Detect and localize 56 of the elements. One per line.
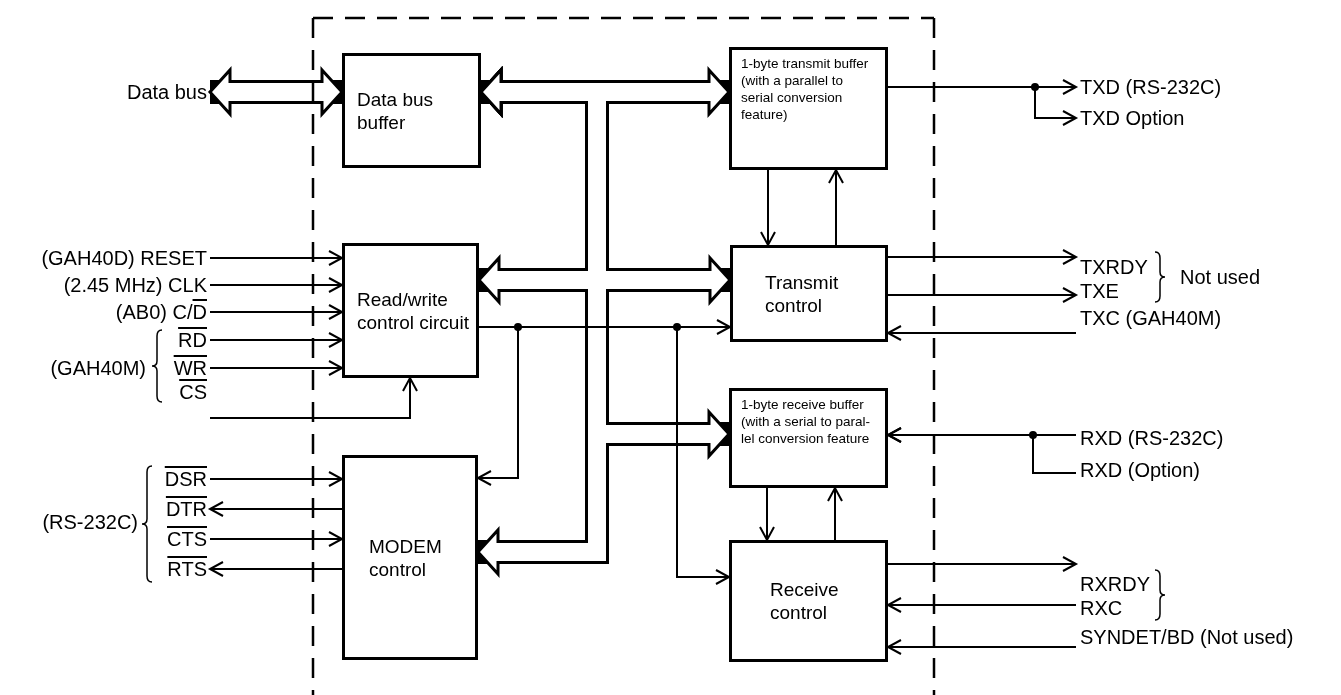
signal-arrow [209, 332, 343, 348]
signal-label: CS [166, 380, 210, 422]
signal-label: (GAH40D) RESET [0, 245, 210, 271]
signal-arrow [887, 556, 1077, 572]
signal-arrow [209, 471, 343, 487]
signal-label: TXD (RS-232C) [1076, 75, 1276, 99]
signal-arrow [209, 250, 343, 266]
function-block: 1-byte transmit buffer (with a parallel to serial conversion feature) [729, 47, 888, 170]
signal-arrow [887, 249, 1077, 265]
signal-arrow [887, 325, 1077, 341]
signal-arrow [827, 487, 843, 541]
signal-label: RD [166, 327, 210, 353]
signal-arrow [887, 86, 1077, 126]
group-label: (RS-232C) [41, 510, 138, 535]
function-block: Read/write control circuit [342, 243, 479, 378]
signal-label: CTS [150, 526, 210, 552]
signal-label: RXRDY [1076, 556, 1160, 596]
signal-label: RXD (RS-232C) [1076, 426, 1276, 450]
signal-label: DTR [150, 496, 210, 522]
signal-arrow [887, 597, 1077, 613]
signal-arrow [209, 501, 343, 517]
signal-arrow [209, 561, 343, 577]
signal-label: (2.45 MHz) CLK [0, 272, 210, 298]
signal-arrow [209, 531, 343, 547]
signal-arrow [887, 287, 1077, 303]
signal-label: RTS [150, 556, 210, 582]
signal-label: Data bus [80, 79, 210, 105]
signal-arrow [759, 487, 775, 541]
signal-arrow [478, 326, 730, 585]
function-block: MODEM control [342, 455, 478, 660]
function-block: Receive control [729, 540, 888, 662]
signal-label: TXC (GAH40M) [1076, 306, 1276, 338]
signal-label: SYNDET/BD (Not used) [1076, 624, 1341, 650]
bus-arrow [476, 68, 609, 576]
signal-label: TXRDY [1076, 245, 1160, 279]
function-block: 1-byte receive buffer (with a serial to paral- lel conversion feature [729, 388, 888, 488]
signal-label: RXD (Option) [1076, 458, 1276, 482]
signal-arrow [209, 277, 343, 293]
function-block: Data bus buffer [342, 53, 481, 168]
signal-arrow [760, 169, 776, 246]
signal-arrow [887, 639, 1077, 655]
signal-label: RXC [1076, 597, 1160, 619]
signal-label: TXD Option [1076, 106, 1276, 130]
signal-arrow [209, 304, 343, 320]
function-block: Transmit control [730, 245, 888, 342]
signal-label: DSR [150, 466, 210, 492]
signal-arrow [828, 169, 844, 246]
signal-label: TXE [1076, 280, 1160, 302]
signal-arrow [209, 360, 343, 376]
group-label: (GAH40M) [49, 356, 146, 381]
signal-label: (AB0) C/D [0, 299, 210, 325]
bus-arrow [208, 68, 344, 116]
signal-arrow [887, 427, 1077, 474]
group-label: Not used [1180, 265, 1262, 290]
signal-arrow [209, 377, 418, 419]
signal-label: WR [166, 355, 210, 381]
